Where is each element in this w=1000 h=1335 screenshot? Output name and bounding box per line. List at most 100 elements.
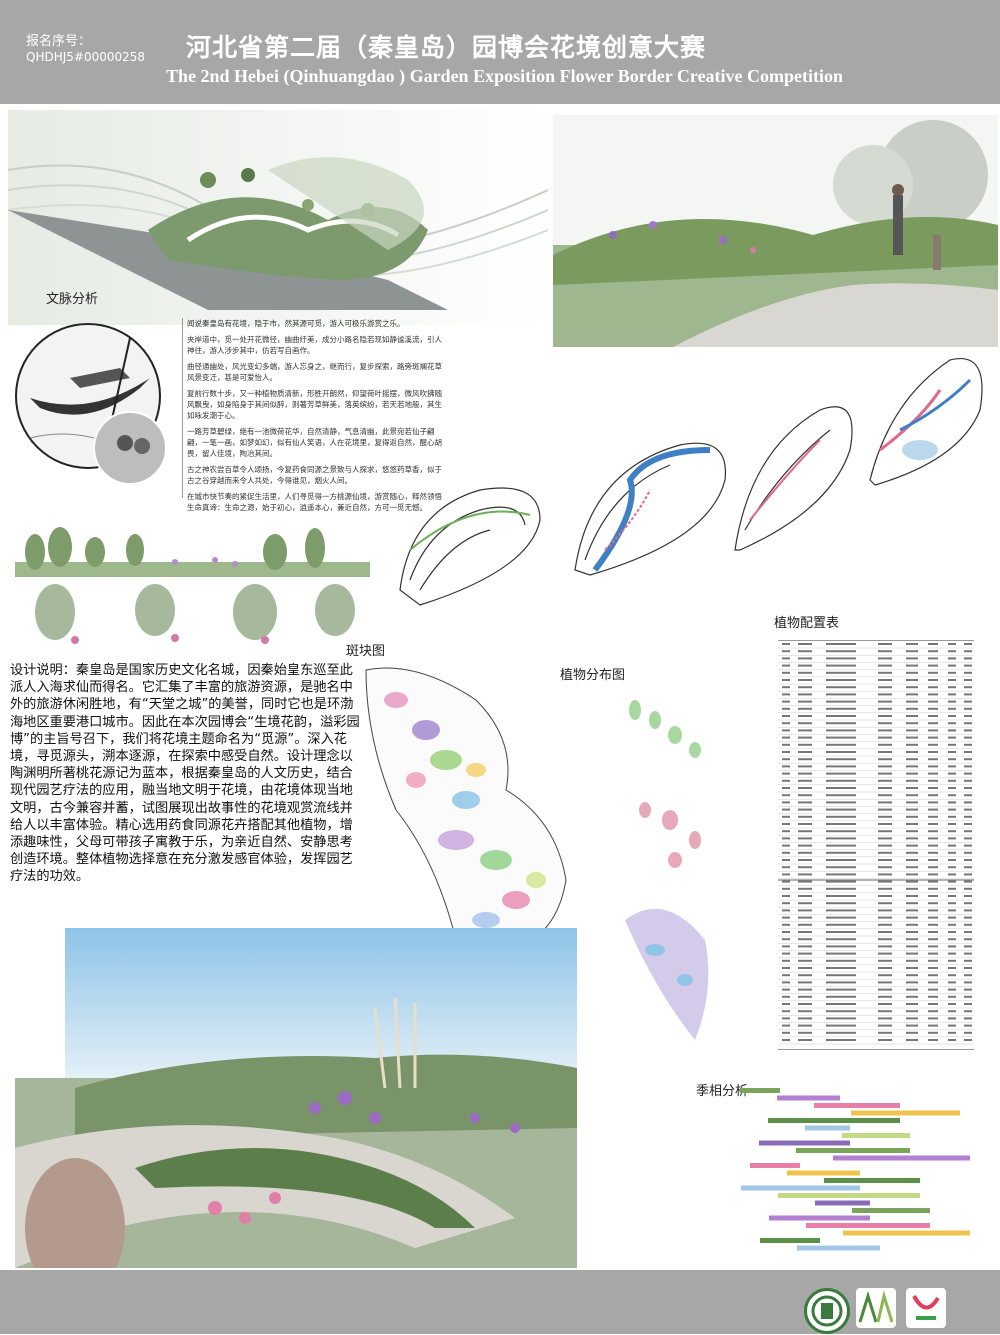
header-band: [0, 0, 1000, 104]
table-cell-mark: [964, 1031, 972, 1034]
table-cell-mark: [782, 679, 790, 681]
table-cell-mark: [964, 995, 972, 998]
table-cell-mark: [906, 974, 918, 977]
table-cell-mark: [782, 715, 790, 717]
table-cell-mark: [906, 880, 918, 883]
table-cell-mark: [964, 1017, 972, 1020]
table-cell-mark: [964, 808, 972, 811]
table-cell-mark: [948, 1017, 956, 1020]
table-cell-mark: [928, 952, 938, 955]
table-cell-mark: [826, 801, 856, 804]
table-cell-mark: [878, 988, 892, 991]
table-cell-mark: [964, 794, 972, 797]
table-cell-mark: [948, 945, 956, 948]
table-cell-mark: [928, 736, 938, 739]
seasonal-analysis-label: 季相分析: [696, 1084, 749, 1099]
table-cell-mark: [964, 1010, 972, 1013]
hebei-logo: [906, 1288, 946, 1328]
table-cell-mark: [798, 794, 812, 797]
table-cell-mark: [948, 743, 956, 746]
table-cell-mark: [826, 679, 856, 681]
table-cell-mark: [782, 830, 790, 833]
story-paragraph: 一路芳草碧绿，绝有一池微荷花华，自然清静，气息清幽，此景宛若仙子翩翩，一笔一画，…: [187, 427, 442, 458]
distribution-map-label: 植物分布图: [560, 668, 626, 683]
table-cell-mark: [964, 830, 972, 833]
table-cell-mark: [826, 1010, 856, 1013]
seasonal-strip: [740, 1088, 780, 1093]
table-cell-mark: [826, 887, 856, 890]
table-cell-mark: [964, 715, 972, 717]
table-cell-mark: [948, 823, 956, 825]
table-cell-mark: [948, 794, 956, 797]
table-cell-mark: [928, 902, 938, 905]
table-cell-mark: [948, 938, 956, 941]
table-cell-mark: [948, 722, 956, 725]
seasonal-strip: [805, 1125, 850, 1131]
table-cell-mark: [782, 794, 790, 797]
table-cell-mark: [928, 988, 938, 991]
table-cell-mark: [964, 981, 972, 984]
table-cell-mark: [826, 729, 856, 732]
table-cell-mark: [906, 801, 918, 804]
table-cell-mark: [948, 873, 956, 876]
table-cell-mark: [906, 664, 918, 667]
table-cell-mark: [798, 981, 812, 984]
table-cell-mark: [906, 830, 918, 833]
table-cell-mark: [826, 743, 856, 746]
table-cell-mark: [826, 866, 856, 869]
table-cell-mark: [878, 916, 892, 919]
story-text: 闻说秦皇岛有花境，隐于市，然其源可觅，游人可极乐游赏之乐。 夹岸道中，觅一处开花…: [187, 318, 449, 518]
table-cell-mark: [798, 815, 812, 818]
table-cell-mark: [878, 794, 892, 797]
table-cell-mark: [826, 707, 856, 710]
table-cell-mark: [928, 815, 938, 818]
table-cell-mark: [906, 758, 918, 761]
table-cell-mark: [826, 1003, 856, 1005]
table-cell-mark: [878, 931, 892, 933]
table-cell-mark: [948, 902, 956, 905]
table-cell-mark: [878, 959, 892, 962]
table-cell-mark: [782, 909, 790, 912]
seasonal-strip: [759, 1140, 850, 1146]
table-cell-mark: [826, 909, 856, 912]
table-cell-mark: [964, 1024, 972, 1027]
table-cell-mark: [782, 787, 790, 789]
table-cell-mark: [928, 671, 938, 674]
table-cell-mark: [948, 765, 956, 768]
table-cell-mark: [928, 844, 938, 847]
table-cell-mark: [964, 873, 972, 876]
table-cell-mark: [798, 772, 812, 775]
section-images: [15, 582, 370, 652]
table-cell-mark: [798, 938, 812, 941]
table-cell-mark: [928, 801, 938, 804]
table-cell-mark: [782, 981, 790, 984]
table-cell-mark: [948, 866, 956, 869]
table-cell-mark: [826, 830, 856, 833]
table-cell-mark: [906, 837, 918, 840]
table-cell-mark: [964, 815, 972, 818]
table-cell-mark: [964, 736, 972, 739]
table-cell-mark: [928, 729, 938, 732]
table-cell-mark: [782, 657, 790, 660]
table-cell-mark: [878, 1039, 892, 1041]
table-cell-mark: [948, 981, 956, 984]
table-cell-mark: [826, 1031, 856, 1034]
plant-table-label: 植物配置表: [774, 616, 840, 631]
table-cell-mark: [782, 693, 790, 696]
table-cell-mark: [878, 974, 892, 977]
table-cell-mark: [948, 671, 956, 674]
table-cell-mark: [878, 1017, 892, 1020]
table-cell-mark: [906, 671, 918, 674]
table-cell-mark: [928, 1010, 938, 1013]
table-cell-mark: [798, 700, 812, 703]
table-cell-mark: [826, 722, 856, 725]
table-cell-mark: [948, 808, 956, 811]
table-cell-mark: [964, 643, 972, 645]
table-cell-mark: [878, 909, 892, 912]
seasonal-strip: [815, 1200, 870, 1206]
table-cell-mark: [906, 995, 918, 998]
table-cell-mark: [826, 715, 856, 717]
table-cell-mark: [798, 643, 812, 645]
table-cell-mark: [798, 707, 812, 710]
table-cell-mark: [948, 895, 956, 897]
